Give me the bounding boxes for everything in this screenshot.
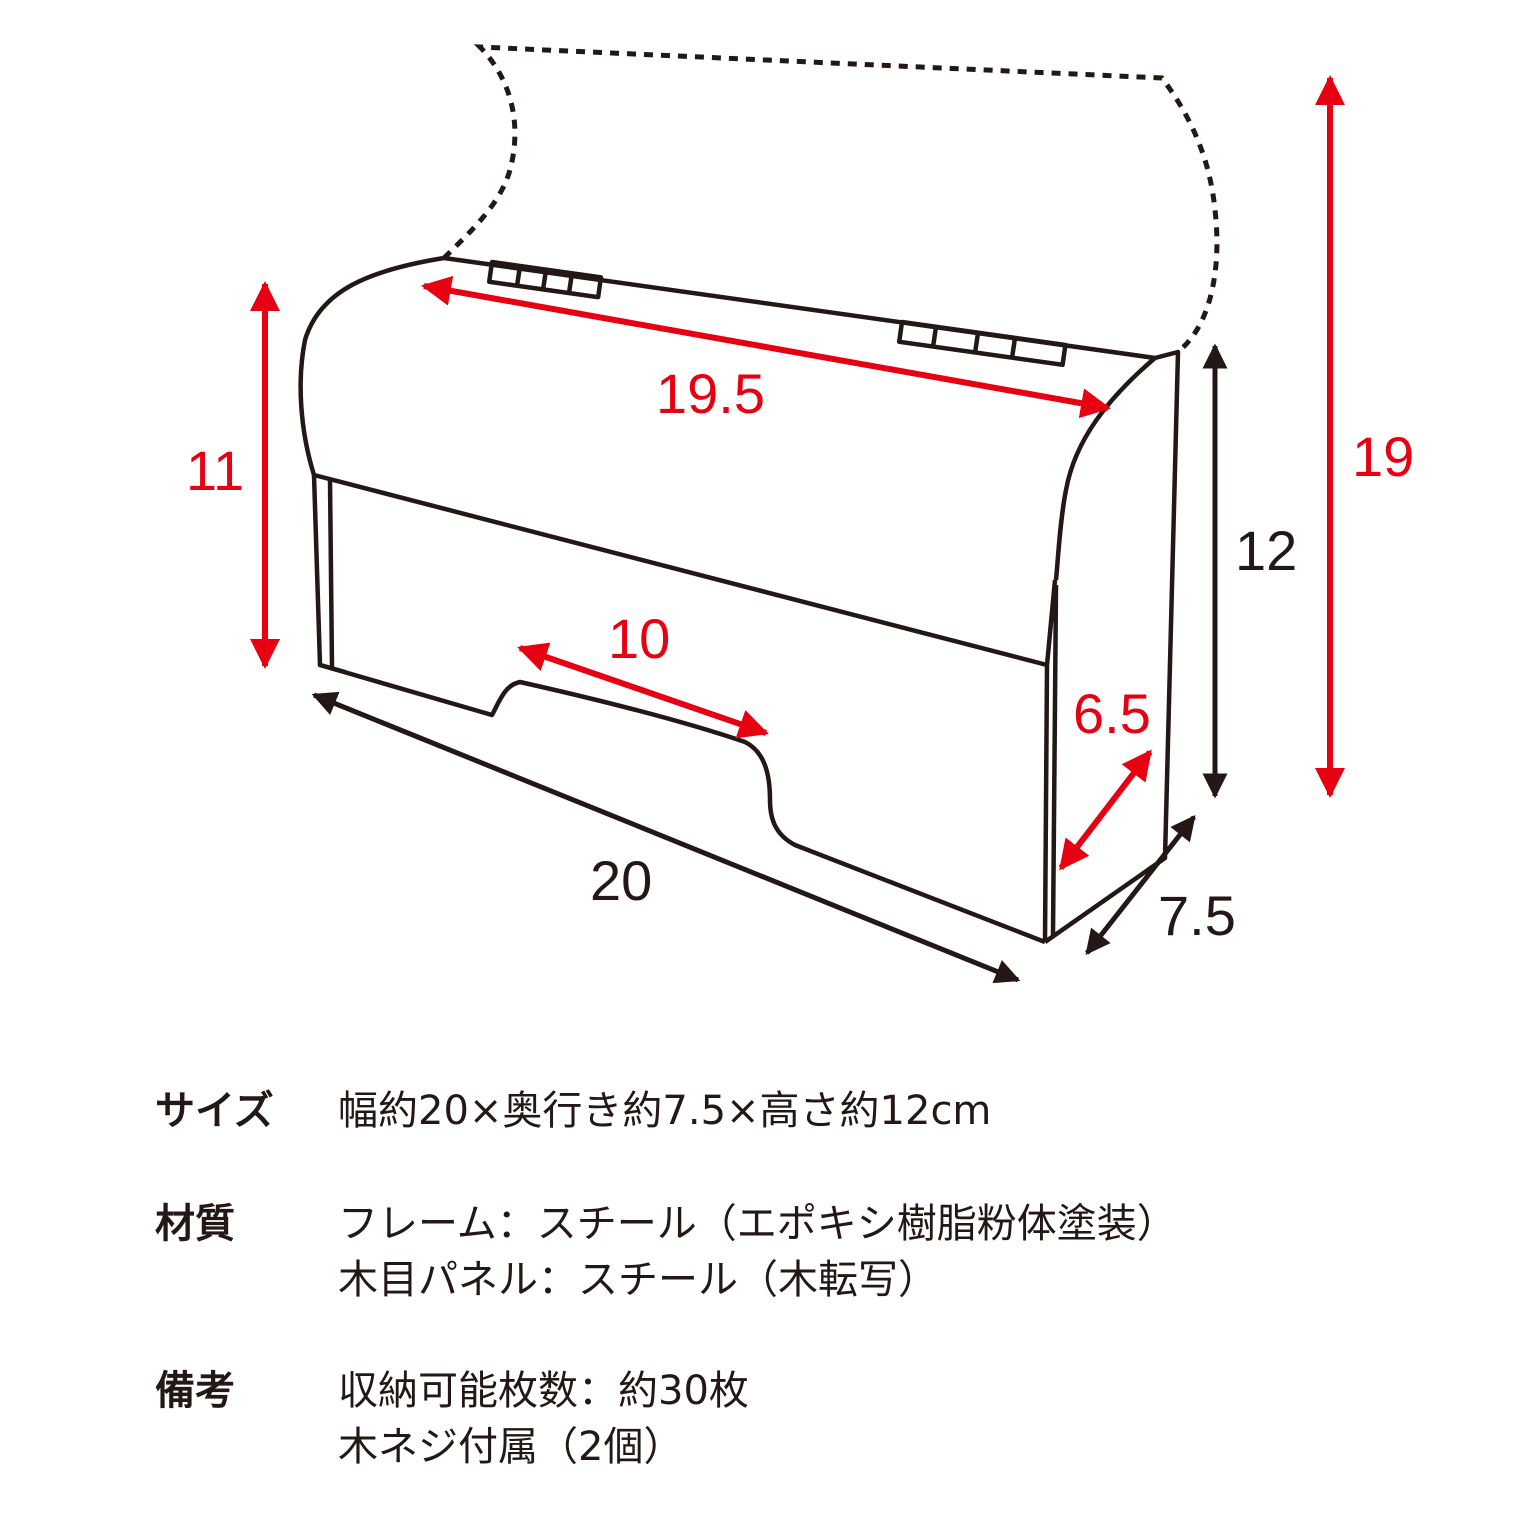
spec-notes-capacity: 収納可能枚数：約30枚 — [338, 1368, 749, 1414]
open-lid-outline — [442, 44, 1220, 352]
dimension-label-opening-width: 10 — [608, 607, 670, 670]
dimension-label-total-height-open: 19 — [1352, 425, 1414, 488]
spec-notes-label: 備考 — [155, 1368, 235, 1414]
box-outline — [298, 255, 1181, 945]
dimension-body-height: 12 — [1202, 343, 1297, 799]
dimension-label-opening-depth: 6.5 — [1073, 682, 1151, 745]
dimension-label-body-height: 12 — [1235, 519, 1297, 582]
dimension-inner-width: 19.5 — [421, 275, 1111, 425]
spec-material-panel: 木目パネル：スチール（木転写） — [338, 1257, 938, 1303]
dimension-depth: 7.5 — [1085, 815, 1236, 955]
dimension-label-depth: 7.5 — [1158, 884, 1236, 947]
spec-material-value: フレーム：スチール（エポキシ樹脂粉体塗装） 木目パネル：スチール（木転写） — [338, 1196, 1177, 1308]
dimension-total-height-open: 19 — [1315, 75, 1414, 798]
dimension-label-total-width: 20 — [590, 849, 652, 912]
dimension-front-height: 11 — [186, 281, 280, 669]
spec-material-frame: フレーム：スチール（エポキシ樹脂粉体塗装） — [338, 1201, 1177, 1247]
spec-notes-value: 収納可能枚数：約30枚 木ネジ付属（2個） — [338, 1363, 749, 1475]
spec-size-value: 幅約20×奥行き約7.5×高さ約12cm — [338, 1088, 992, 1134]
spec-size-label: サイズ — [155, 1088, 274, 1134]
dimension-opening-depth: 6.5 — [1058, 682, 1153, 871]
dimension-opening-width: 10 — [517, 607, 769, 739]
dimension-label-inner-width: 19.5 — [656, 362, 765, 425]
product-dimension-diagram: 19.5 11 10 19 6.5 20 12 7.5 — [186, 44, 1414, 984]
dimension-total-width: 20 — [311, 691, 1021, 984]
spec-material-label: 材質 — [155, 1201, 235, 1247]
spec-notes-screws: 木ネジ付属（2個） — [338, 1424, 684, 1470]
dimension-label-front-height: 11 — [186, 439, 244, 502]
